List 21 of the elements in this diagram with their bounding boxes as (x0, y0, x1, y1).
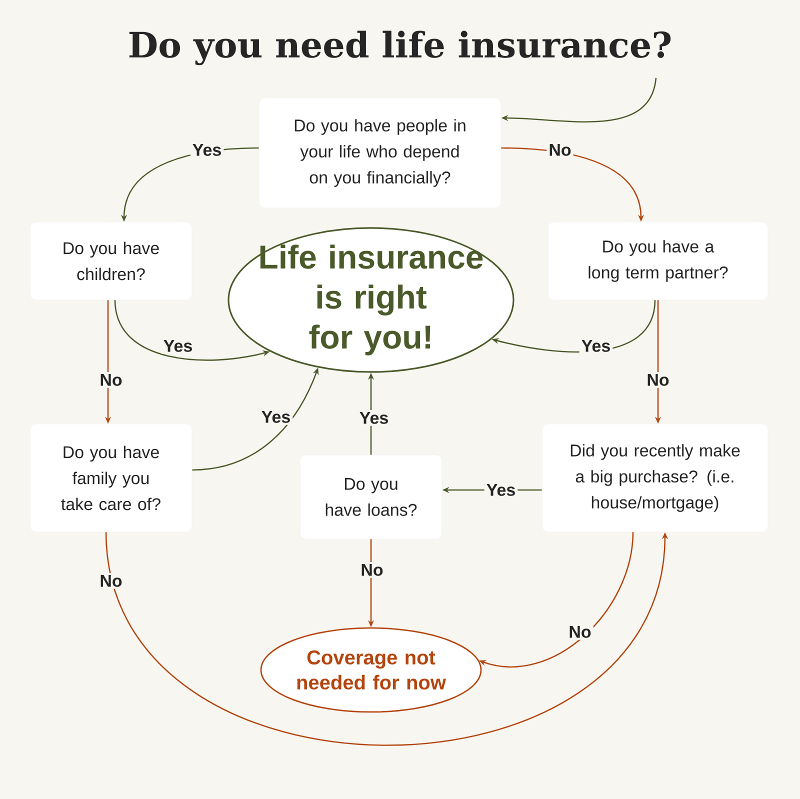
edge-label: No (566, 624, 594, 640)
question-box: Do you have children? (30, 222, 192, 300)
result-bubble: Coverage not needed for now (260, 627, 482, 713)
edge-label: Yes (161, 338, 195, 354)
edge-label: Yes (357, 410, 391, 426)
question-box: Do you have family you take care of? (30, 424, 192, 532)
question-box: Do you have people in your life who depend on you financially? (258, 98, 502, 208)
edge-label: Yes (484, 482, 518, 498)
edge-label: No (358, 562, 386, 578)
question-box: Do you have a long term partner? (548, 222, 768, 300)
edge-label: No (546, 142, 574, 158)
edge-label: No (98, 573, 124, 589)
question-box: Do you have loans? (300, 454, 442, 540)
edge-label: Yes (579, 338, 613, 354)
edge-label: No (644, 372, 672, 388)
edge-label: Yes (259, 409, 293, 425)
question-box: Did you recently make a big purchase? (i.e. house/mortgage) (542, 424, 768, 532)
edge-label: Yes (190, 142, 224, 158)
edge-label: No (98, 372, 124, 388)
result-bubble: Life insurance is right for you! (228, 227, 514, 373)
title: Do you need life insurance? (129, 30, 671, 66)
